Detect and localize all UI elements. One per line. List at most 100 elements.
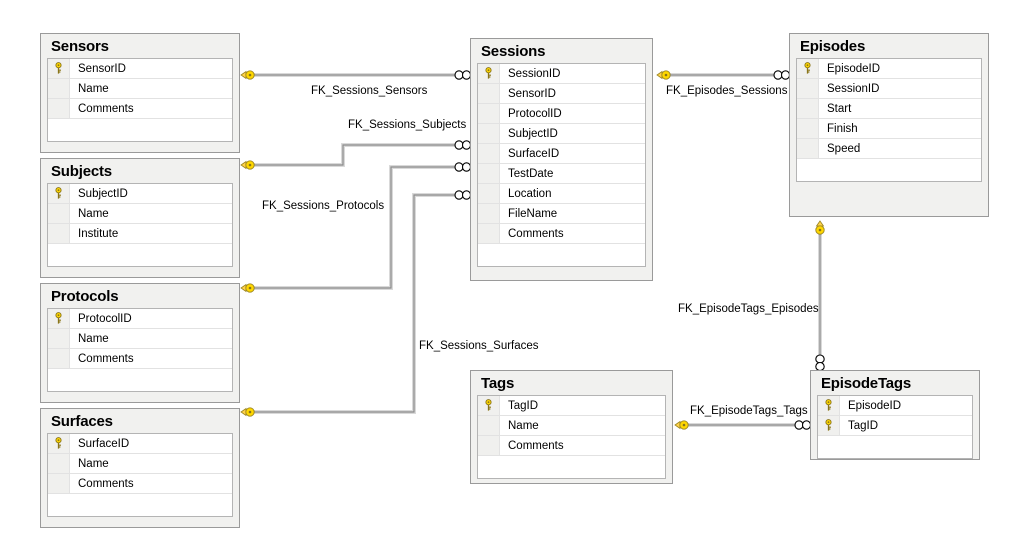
column-row[interactable]: Name — [48, 329, 232, 349]
column-name: FileName — [508, 207, 558, 220]
column-row[interactable]: SensorID — [478, 84, 645, 104]
column-name: SurfaceID — [78, 437, 130, 450]
empty-column-row[interactable] — [478, 456, 665, 478]
column-gutter — [478, 104, 500, 123]
column-name: Comments — [508, 439, 564, 452]
primary-key-icon — [48, 434, 70, 453]
column-row[interactable]: SurfaceID — [478, 144, 645, 164]
column-gutter — [797, 99, 819, 118]
column-gutter — [48, 329, 70, 348]
column-name: ProtocolID — [78, 312, 132, 325]
column-row[interactable]: ProtocolID — [478, 104, 645, 124]
column-name: Speed — [827, 142, 861, 155]
column-row[interactable]: Speed — [797, 139, 981, 159]
column-gutter — [478, 244, 500, 266]
column-row[interactable]: TestDate — [478, 164, 645, 184]
column-name: ProtocolID — [508, 107, 562, 120]
column-gutter — [478, 456, 500, 478]
column-name: SensorID — [78, 62, 126, 75]
column-row[interactable]: FileName — [478, 204, 645, 224]
column-row[interactable]: SensorID — [48, 59, 232, 79]
column-row[interactable]: Institute — [48, 224, 232, 244]
empty-column-row[interactable] — [48, 119, 232, 141]
primary-key-icon — [48, 59, 70, 78]
column-name: Name — [78, 82, 109, 95]
column-row[interactable]: EpisodeID — [818, 396, 972, 416]
column-gutter — [48, 119, 70, 141]
column-gutter — [48, 474, 70, 493]
column-gutter — [478, 416, 500, 435]
column-name: Institute — [78, 227, 119, 240]
column-row[interactable]: SessionID — [478, 64, 645, 84]
column-gutter — [48, 369, 70, 391]
column-name: Comments — [78, 477, 134, 490]
empty-column-row[interactable] — [818, 436, 972, 458]
column-row[interactable]: SubjectID — [478, 124, 645, 144]
column-row[interactable]: Finish — [797, 119, 981, 139]
column-name: EpisodeID — [848, 399, 902, 412]
column-name: SubjectID — [78, 187, 128, 200]
column-name: Comments — [508, 227, 564, 240]
column-name: SessionID — [827, 82, 880, 95]
column-row[interactable]: SurfaceID — [48, 434, 232, 454]
relationship-label-fk_sessions_protocols[interactable]: FK_Sessions_Protocols — [262, 200, 385, 212]
empty-column-row[interactable] — [48, 369, 232, 391]
column-row[interactable]: Comments — [48, 474, 232, 494]
relationship-label-fk_sessions_surfaces[interactable]: FK_Sessions_Surfaces — [419, 340, 539, 352]
column-gutter — [478, 436, 500, 455]
column-row[interactable]: Name — [478, 416, 665, 436]
column-row[interactable]: ProtocolID — [48, 309, 232, 329]
connector-fk-sessions-subjects[interactable] — [252, 143, 455, 167]
connector-fk-sessions-protocols[interactable] — [252, 165, 455, 290]
relationship-label-fk_episodetags_tags[interactable]: FK_EpisodeTags_Tags — [690, 405, 808, 417]
column-row[interactable]: Start — [797, 99, 981, 119]
relationship-label-fk_episodetags_episodes[interactable]: FK_EpisodeTags_Episodes — [678, 303, 819, 315]
column-gutter — [478, 84, 500, 103]
column-row[interactable]: Name — [48, 454, 232, 474]
column-row[interactable]: Comments — [48, 349, 232, 369]
empty-column-row[interactable] — [48, 244, 232, 266]
empty-column-row[interactable] — [48, 494, 232, 516]
column-gutter — [48, 204, 70, 223]
primary-key-icon — [48, 184, 70, 203]
column-row[interactable]: TagID — [818, 416, 972, 436]
table-title-sessions: Sessions — [481, 43, 546, 60]
column-row[interactable]: Name — [48, 204, 232, 224]
column-row[interactable]: Comments — [478, 224, 645, 244]
relationship-label-fk_sessions_sensors[interactable]: FK_Sessions_Sensors — [311, 85, 428, 97]
column-gutter — [48, 349, 70, 368]
primary-key-icon — [797, 59, 819, 78]
column-name: EpisodeID — [827, 62, 881, 75]
column-row[interactable]: TagID — [478, 396, 665, 416]
relationship-label-fk_episodes_sessions[interactable]: FK_Episodes_Sessions — [666, 85, 788, 97]
column-gutter — [48, 224, 70, 243]
table-title-subjects: Subjects — [51, 163, 112, 180]
column-row[interactable]: Comments — [48, 99, 232, 119]
connector-fk-sessions-surfaces[interactable] — [252, 193, 455, 414]
column-row[interactable]: Name — [48, 79, 232, 99]
column-gutter — [797, 79, 819, 98]
column-gutter — [478, 164, 500, 183]
column-name: SurfaceID — [508, 147, 560, 160]
relationship-label-fk_sessions_subjects[interactable]: FK_Sessions_Subjects — [348, 119, 467, 131]
empty-column-row[interactable] — [797, 159, 981, 181]
column-row[interactable]: Comments — [478, 436, 665, 456]
column-name: SensorID — [508, 87, 556, 100]
column-row[interactable]: SessionID — [797, 79, 981, 99]
column-row[interactable]: EpisodeID — [797, 59, 981, 79]
column-row[interactable]: Location — [478, 184, 645, 204]
empty-column-row[interactable] — [478, 244, 645, 266]
column-name: TestDate — [508, 167, 554, 180]
column-row[interactable]: SubjectID — [48, 184, 232, 204]
column-gutter — [48, 99, 70, 118]
